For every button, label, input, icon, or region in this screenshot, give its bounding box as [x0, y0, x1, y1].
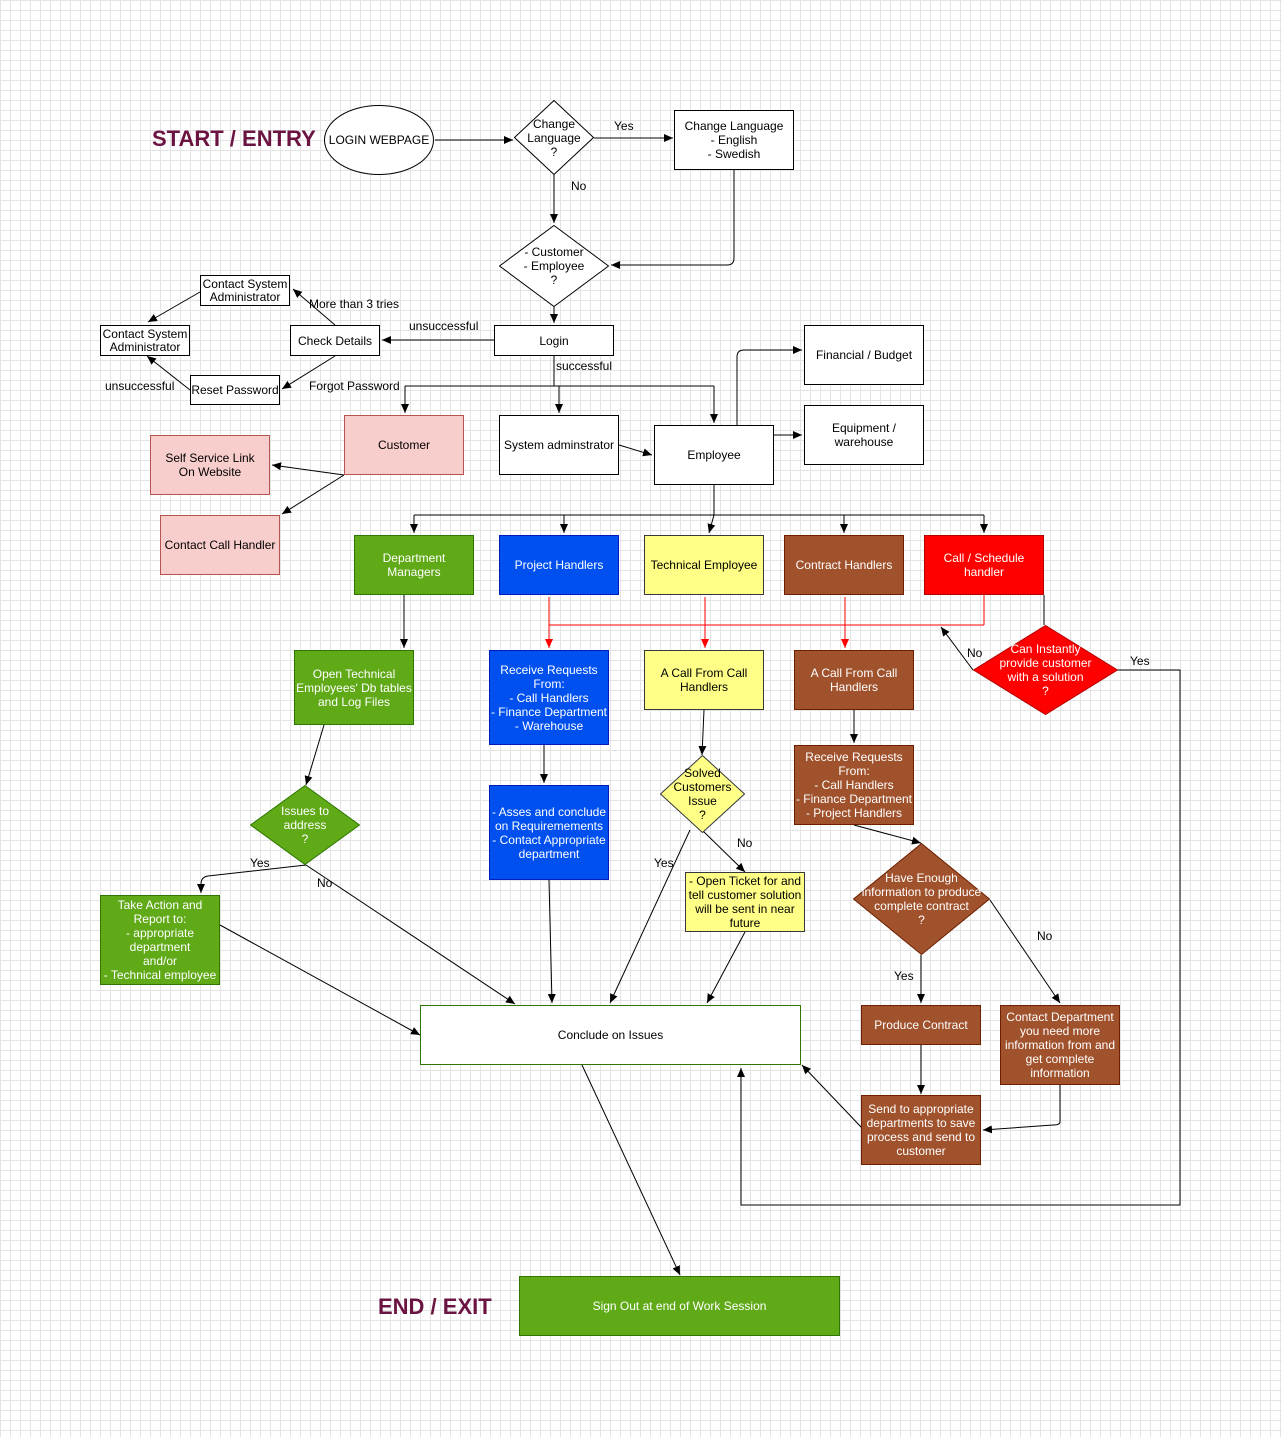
- customer-node: Customer: [344, 415, 464, 475]
- diamond-shape: [853, 843, 990, 955]
- receive-requests-blue-node: Receive Requests From: - Call Handlers -…: [489, 650, 609, 745]
- call-from-handlers-yellow-node: A Call From Call Handlers: [644, 650, 764, 710]
- send-departments-node: Send to appropriate departments to save …: [861, 1095, 981, 1165]
- edge-solved-no: [701, 829, 746, 873]
- change-language-node: Change Language - English - Swedish: [674, 110, 794, 170]
- edge-instantly-no: [940, 626, 974, 671]
- contact-department-node: Contact Department you need more informa…: [1000, 1005, 1120, 1085]
- label-more-than-3: More than 3 tries: [309, 297, 400, 311]
- edge-contact-top-to-contact-left: [147, 291, 201, 323]
- edge-check-details-to-reset: [281, 355, 336, 390]
- edge-conclude-to-signout: [581, 1064, 681, 1276]
- edge-yellow-call-to-solved: [698, 709, 707, 756]
- edge-sysadmin-to-employee: [618, 444, 653, 457]
- diamond-shape: [499, 225, 609, 307]
- contact-call-handler-node: Contact Call Handler: [160, 515, 280, 575]
- label-no-language: No: [571, 179, 587, 193]
- solved-decision-text: Solved Customers Issue ?: [673, 766, 732, 822]
- produce-contract-node: Produce Contract: [861, 1005, 981, 1045]
- edge-receive-to-have-enough: [853, 824, 922, 845]
- system-admin-node: System adminstrator: [499, 415, 619, 475]
- edge-customer-to-call-handler: [281, 474, 345, 515]
- label-successful: successful: [556, 359, 613, 373]
- call-schedule-handler-node: Call / Schedule handler: [924, 535, 1044, 595]
- have-enough-decision: Have Enough information to produce compl…: [853, 843, 990, 955]
- receive-requests-brown-node: Receive Requests From: - Call Handlers -…: [794, 745, 914, 825]
- take-action-node: Take Action and Report to: - appropriate…: [100, 895, 220, 985]
- reset-password-node: Reset Password: [190, 375, 280, 405]
- issues-decision-text: Issues to address ?: [280, 804, 330, 846]
- edge-open-technical-to-issues: [304, 724, 325, 786]
- label-no-issues: No: [317, 876, 333, 890]
- have-enough-decision-text: Have Enough information to produce compl…: [861, 871, 982, 927]
- label-yes-enough: Yes: [894, 969, 914, 983]
- label-no-instantly: No: [967, 646, 983, 660]
- contact-sysadmin-left-node: Contact System Administrator: [100, 325, 190, 356]
- open-technical-node: Open Technical Employees' Db tables and …: [294, 650, 414, 725]
- edge-send-to-conclude: [801, 1064, 863, 1129]
- conclude-issues-node: Conclude on Issues: [420, 1005, 801, 1065]
- label-forgot-password: Forgot Password: [309, 379, 400, 393]
- edge-check-details-to-contact-top: [292, 288, 336, 326]
- contact-sysadmin-top-node: Contact System Administrator: [200, 275, 290, 306]
- diamond-shape: [250, 785, 360, 865]
- label-yes-language: Yes: [614, 119, 634, 133]
- financial-budget-node: Financial / Budget: [804, 325, 924, 385]
- technical-employee-node: Technical Employee: [644, 535, 764, 595]
- edge-contact-dept-to-send: [982, 1085, 1061, 1134]
- can-instantly-decision: Can Instantly provide customer with a so…: [973, 625, 1118, 715]
- employee-node: Employee: [654, 425, 774, 485]
- customer-employee-decision: - Customer - Employee ?: [499, 225, 609, 307]
- solved-decision: Solved Customers Issue ?: [660, 755, 745, 833]
- edge-issues-yes: [197, 864, 307, 893]
- change-language-decision-text: Change Language ?: [527, 116, 581, 159]
- edge-take-action-to-conclude: [219, 924, 421, 1036]
- can-instantly-decision-text: Can Instantly provide customer with a so…: [999, 642, 1092, 698]
- label-yes-issues: Yes: [250, 856, 270, 870]
- equipment-warehouse-node: Equipment / warehouse: [804, 405, 924, 465]
- login-webpage-node: LOGIN WEBPAGE: [324, 105, 434, 175]
- project-handlers-node: Project Handlers: [499, 535, 619, 595]
- edge-employee-to-financial: [736, 346, 802, 425]
- edge-ticket-to-conclude: [706, 931, 746, 1004]
- label-unsuccessful-login: unsuccessful: [409, 319, 479, 333]
- start-entry-title: START / ENTRY: [152, 126, 316, 151]
- edge-to-technical-employee: [707, 514, 716, 534]
- self-service-node: Self Service Link On Website: [150, 435, 270, 495]
- issues-decision: Issues to address ?: [250, 785, 360, 865]
- label-no-solved: No: [737, 836, 753, 850]
- check-details-node: Check Details: [290, 325, 380, 356]
- edge-solved-yes: [609, 829, 691, 1004]
- edge-customer-to-self-service: [271, 462, 345, 476]
- contract-handlers-node: Contract Handlers: [784, 535, 904, 595]
- sign-out-node: Sign Out at end of Work Session: [519, 1276, 840, 1336]
- diamond-shape: [514, 100, 594, 175]
- edge-enough-no: [989, 899, 1061, 1004]
- edge-asses-to-conclude: [547, 879, 556, 1004]
- edge-reset-to-contact-left: [146, 355, 191, 391]
- change-language-decision: Change Language ?: [514, 100, 594, 175]
- edge-change-language-to-customer-employee: [611, 170, 735, 269]
- diamond-shape: [973, 625, 1118, 715]
- diamond-shape: [660, 755, 745, 833]
- label-yes-solved: Yes: [654, 856, 674, 870]
- customer-employee-decision-text: - Customer - Employee ?: [523, 245, 585, 287]
- end-exit-title: END / EXIT: [378, 1294, 492, 1319]
- department-managers-node: Department Managers: [354, 535, 474, 595]
- label-unsuccessful-reset: unsuccessful: [105, 379, 175, 393]
- label-yes-instantly: Yes: [1130, 654, 1150, 668]
- open-ticket-node: - Open Ticket for and tell customer solu…: [685, 872, 805, 932]
- edge-issues-no: [305, 864, 516, 1005]
- asses-conclude-node: - Asses and conclude on Requiremements -…: [489, 785, 609, 880]
- login-node: Login: [494, 325, 614, 356]
- label-no-enough: No: [1037, 929, 1053, 943]
- call-from-handlers-brown-node: A Call From Call Handlers: [794, 650, 914, 710]
- edge-instantly-yes: [737, 669, 1181, 1206]
